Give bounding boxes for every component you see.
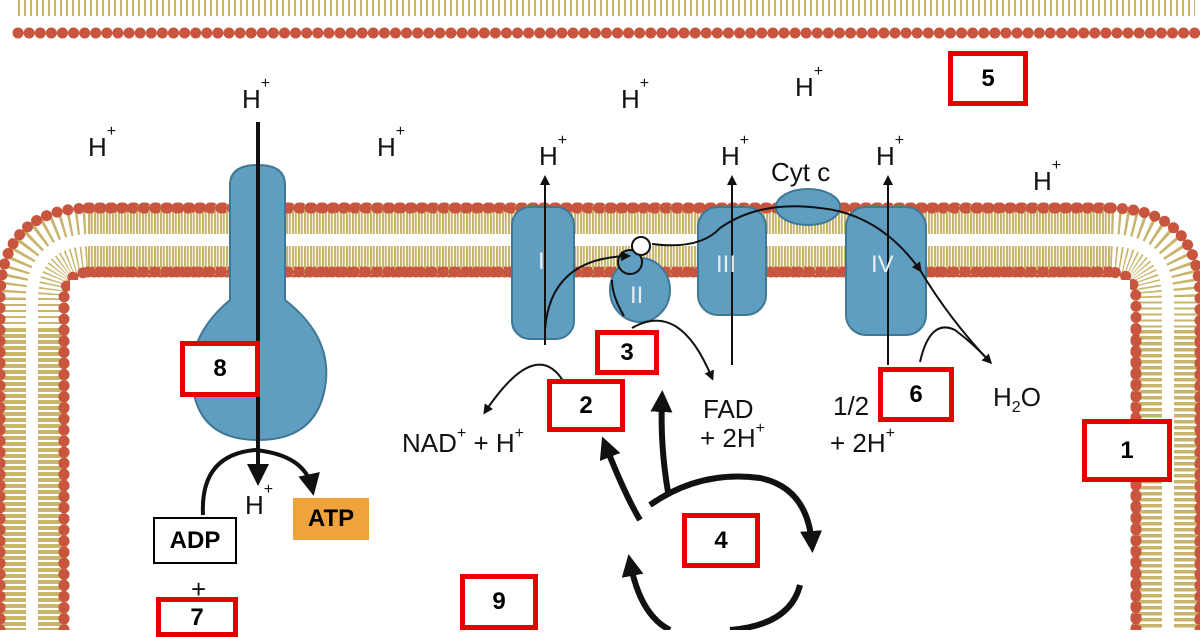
oxygen-protons-label: + 2H+ [830, 425, 895, 458]
cyt-c-label: Cyt c [771, 157, 831, 187]
proton-label: H+ [876, 132, 905, 171]
fadh2-oxidation-arrow [631, 319, 714, 381]
proton-label: H+ [1033, 157, 1062, 196]
complex-iii-label: III [716, 251, 737, 278]
complex-ii [609, 236, 671, 323]
nad-label: NAD+ + H+ [402, 425, 525, 458]
electron-path-2 [651, 205, 922, 273]
fadh2-entry-line [611, 279, 625, 317]
proton-label: H+ [88, 123, 117, 162]
water-label: H2O [993, 382, 1041, 417]
label-box-5: 5 [948, 51, 1028, 106]
half-oxygen-label: 1/2 [833, 391, 870, 421]
label-box-4: 4 [682, 513, 760, 568]
adp-box: ADP [153, 517, 237, 564]
proton-label: H+ [621, 75, 650, 114]
plus-sign: + [191, 574, 207, 604]
label-box-6: 6 [878, 367, 954, 422]
label-box-9: 9 [460, 574, 538, 630]
electron-path-1 [544, 251, 631, 331]
atp-box: ATP [293, 498, 369, 540]
fad-protons-label: + 2H+ [700, 420, 765, 453]
nadh-oxidation-arrow [483, 363, 569, 415]
complex-ii-label: II [630, 282, 644, 309]
label-box-3: 3 [595, 330, 659, 375]
proton-label: H+ [245, 481, 274, 520]
label-box-8: 8 [180, 341, 260, 397]
fad-label: FAD [703, 394, 754, 424]
complex-iv [845, 206, 927, 336]
half-o2-arrow [919, 326, 991, 363]
adp-to-atp-arrow [200, 447, 320, 516]
proton-label: H+ [795, 63, 824, 102]
complex-iv-label: IV [871, 251, 894, 278]
krebs-cycle-arrows [599, 390, 822, 630]
proton-label: H+ [242, 75, 271, 114]
label-box-7: 7 [156, 597, 238, 637]
proton-label: H+ [721, 132, 750, 171]
proton-label: H+ [539, 132, 568, 171]
label-box-1: 1 [1082, 419, 1172, 482]
label-box-2: 2 [547, 379, 625, 432]
outer-membrane [12, 0, 1200, 39]
proton-label: H+ [377, 123, 406, 162]
complex-i-label: I [538, 248, 545, 275]
